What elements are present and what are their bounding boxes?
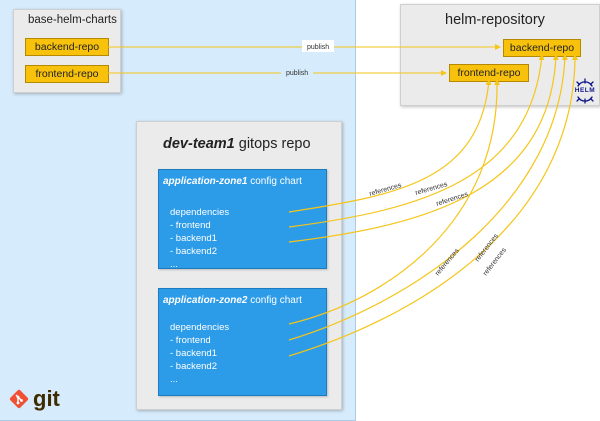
chart-zone-name: application-zone2: [163, 295, 248, 306]
helm-backend-repo[interactable]: backend-repo: [503, 39, 581, 57]
gitops-repo-panel: dev-team1 gitops repo application-zone1 …: [136, 121, 342, 410]
helm-repository-title: helm-repository: [445, 12, 545, 28]
dependency-item: - backend1: [170, 233, 218, 244]
reference-edge: [288, 54, 545, 228]
dependency-item: ...: [170, 374, 178, 385]
git-logo: git: [8, 388, 60, 410]
dependency-item: - frontend: [170, 335, 211, 346]
reference-edge: [288, 54, 568, 341]
chart-title-rest: config chart: [247, 176, 302, 187]
reference-edge: [288, 79, 492, 213]
gitops-repo-title: dev-team1 gitops repo: [163, 136, 311, 152]
git-diamond-icon: [9, 389, 29, 409]
dependency-item: - frontend: [170, 220, 211, 231]
publish-label: publish: [286, 70, 308, 77]
dependencies-header: dependencies: [170, 322, 230, 333]
chart-application-zone1[interactable]: application-zone1 config chart dependenc…: [158, 169, 327, 271]
dependency-item: - backend1: [170, 348, 218, 359]
base-backend-repo[interactable]: backend-repo: [25, 38, 109, 56]
dependency-item: - backend2: [170, 246, 218, 257]
dependency-list: dependencies - frontend - backend1 - bac…: [170, 206, 229, 271]
reference-label: references: [369, 182, 403, 198]
dependencies-header: dependencies: [170, 207, 230, 218]
base-helm-charts-title: base-helm-charts: [28, 14, 117, 26]
chart-title: application-zone2 config chart: [163, 295, 302, 306]
dependency-item: ...: [170, 259, 178, 270]
reference-edge: [288, 54, 578, 357]
publish-label-bg: [302, 40, 334, 52]
reference-edge: [288, 54, 559, 243]
reference-edge: [288, 79, 501, 325]
git-logo-text: git: [33, 386, 60, 411]
helm-logo-text: HELM: [574, 87, 596, 94]
gitops-title-rest: gitops repo: [234, 136, 311, 152]
publish-label-bg: [281, 66, 313, 78]
base-helm-charts-panel: base-helm-charts backend-repo frontend-r…: [13, 9, 121, 93]
dependency-list: dependencies - frontend - backend1 - bac…: [170, 321, 229, 386]
base-frontend-repo[interactable]: frontend-repo: [25, 65, 109, 83]
gitops-team-name: dev-team1: [163, 136, 235, 152]
dependency-item: - backend2: [170, 361, 218, 372]
publish-label: publish: [307, 44, 329, 51]
chart-application-zone2[interactable]: application-zone2 config chart dependenc…: [158, 288, 327, 396]
chart-title-rest: config chart: [247, 295, 302, 306]
chart-zone-name: application-zone1: [163, 176, 248, 187]
chart-title: application-zone1 config chart: [163, 176, 302, 187]
helm-wheel-icon: HELM: [572, 78, 598, 104]
